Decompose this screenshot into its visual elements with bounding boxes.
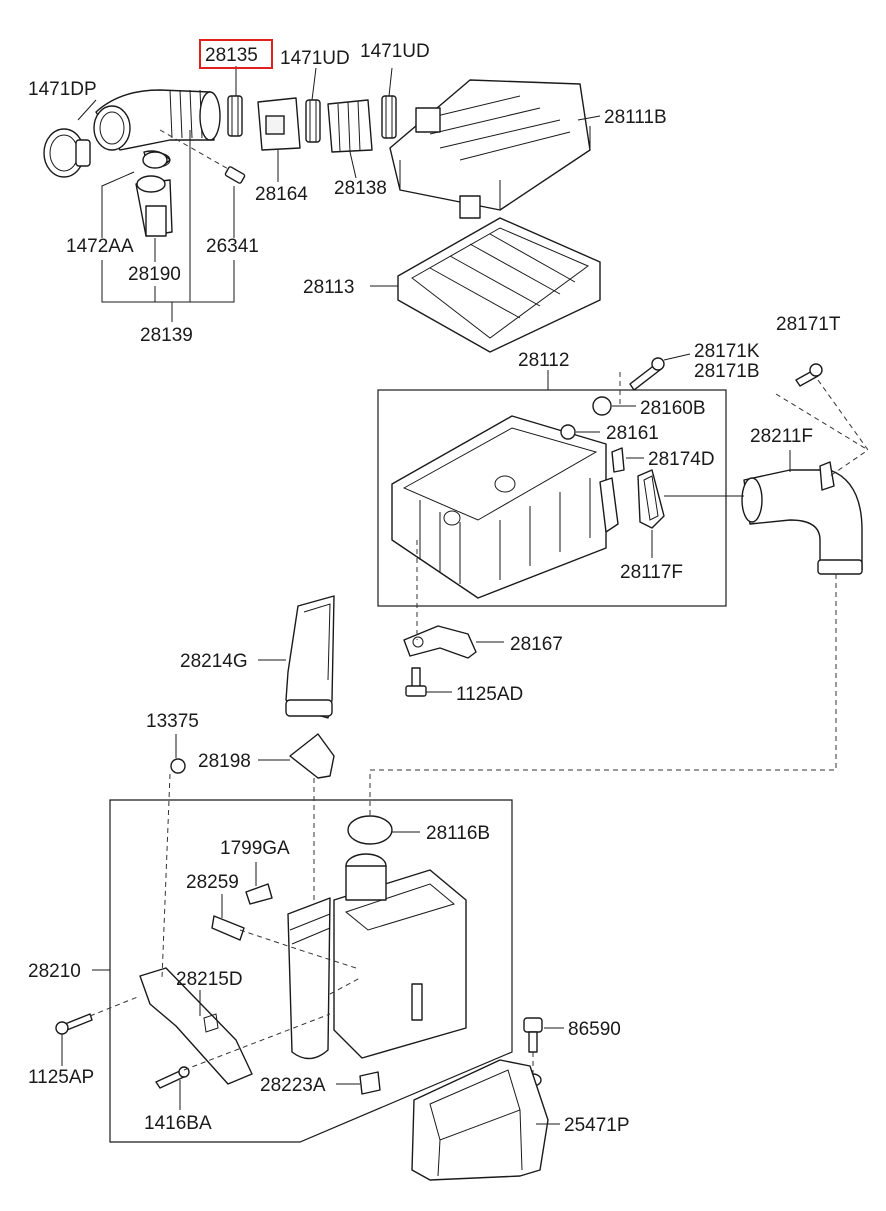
label-28112[interactable]: 28112 — [518, 350, 569, 371]
label-28113[interactable]: 28113 — [303, 277, 354, 298]
leader-lines-top — [77, 66, 601, 322]
leader-lines-lower — [61, 659, 564, 1125]
label-25471P[interactable]: 25471P — [564, 1115, 630, 1136]
gasket-28117F[interactable] — [637, 469, 665, 529]
seal-28198[interactable] — [289, 733, 335, 779]
assembly-frame-28112 — [377, 389, 727, 607]
highlight-box — [199, 39, 273, 69]
label-28164[interactable]: 28164 — [255, 184, 308, 205]
sensor-28164[interactable] — [257, 97, 301, 151]
bracket-28167[interactable] — [403, 625, 477, 659]
label-28111B[interactable]: 28111B — [604, 107, 667, 128]
clip-28223A[interactable] — [359, 1071, 381, 1095]
air-cleaner-body-28112[interactable] — [391, 415, 607, 599]
label-28190[interactable]: 28190 — [128, 264, 181, 285]
clip-1799GA[interactable] — [245, 883, 273, 905]
label-28198[interactable]: 28198 — [198, 751, 251, 772]
label-28215D[interactable]: 28215D — [176, 969, 243, 990]
label-1471UD-a[interactable]: 1471UD — [280, 48, 350, 69]
bolt-28171K[interactable] — [629, 357, 665, 391]
label-28174D[interactable]: 28174D — [648, 449, 715, 470]
label-1471DP[interactable]: 1471DP — [28, 79, 97, 100]
label-1799GA[interactable]: 1799GA — [220, 838, 290, 859]
bolt-1125AD[interactable] — [405, 667, 427, 697]
label-1125AD[interactable]: 1125AD — [456, 684, 523, 705]
duct-28214G[interactable] — [285, 595, 335, 719]
label-28210[interactable]: 28210 — [28, 961, 81, 982]
grommet-28160B[interactable] — [592, 396, 612, 416]
gasket-side — [599, 477, 619, 533]
label-13375[interactable]: 13375 — [146, 711, 199, 732]
filter-element-28113[interactable] — [397, 217, 601, 353]
label-26341[interactable]: 26341 — [206, 236, 259, 257]
pin-1416BA[interactable] — [155, 1066, 190, 1089]
cap-28116B[interactable] — [347, 815, 393, 845]
intake-hose-28135[interactable] — [93, 89, 221, 168]
clip-1471UD-c[interactable] — [381, 95, 397, 139]
ring-1472AA[interactable] — [142, 151, 168, 169]
label-86590[interactable]: 86590 — [568, 1019, 621, 1040]
duct-28211F[interactable] — [741, 461, 863, 575]
resonator-body[interactable] — [333, 853, 467, 1059]
clamp-1471DP[interactable] — [43, 128, 91, 178]
leader-lines-middle — [369, 353, 869, 818]
clip-1471UD-b[interactable] — [305, 99, 321, 143]
label-28116B[interactable]: 28116B — [426, 823, 490, 844]
label-28138[interactable]: 28138 — [334, 178, 387, 199]
clip-1471UD-a[interactable] — [227, 95, 243, 137]
bracket-28215D[interactable] — [139, 967, 253, 1085]
label-28259[interactable]: 28259 — [186, 872, 239, 893]
assembly-frame-28210 — [109, 799, 513, 1143]
label-28211F[interactable]: 28211F — [750, 426, 813, 447]
label-28161[interactable]: 28161 — [606, 423, 659, 444]
label-1416BA[interactable]: 1416BA — [144, 1113, 212, 1134]
label-28117F[interactable]: 28117F — [620, 562, 683, 583]
bolt-1125AP[interactable] — [55, 1013, 93, 1035]
label-28167[interactable]: 28167 — [510, 634, 563, 655]
clip-28259[interactable] — [211, 915, 245, 941]
label-28171B[interactable]: 28171B — [694, 361, 760, 382]
clip-28174D[interactable] — [611, 447, 625, 473]
nozzle-26341[interactable] — [224, 166, 246, 184]
grommet-13375[interactable] — [170, 758, 186, 774]
label-28171K[interactable]: 28171K — [694, 341, 760, 362]
label-28160B[interactable]: 28160B — [640, 398, 706, 419]
air-cleaner-cover-28111B[interactable] — [389, 79, 591, 219]
label-1125AP[interactable]: 1125AP — [28, 1067, 94, 1088]
grommet-28161[interactable] — [560, 424, 576, 440]
label-28135[interactable]: 28135 — [205, 45, 258, 66]
duct-28138[interactable] — [327, 99, 373, 153]
label-28171T[interactable]: 28171T — [776, 314, 841, 335]
resonator-28190[interactable] — [135, 175, 173, 237]
bolt-28171T[interactable] — [795, 363, 823, 387]
label-28214G[interactable]: 28214G — [180, 651, 248, 672]
label-28139[interactable]: 28139 — [140, 325, 193, 346]
label-1471UD-b[interactable]: 1471UD — [360, 41, 430, 62]
label-28223A[interactable]: 28223A — [260, 1075, 326, 1096]
resonator-hose[interactable] — [287, 897, 331, 1060]
label-1472AA[interactable]: 1472AA — [66, 236, 134, 257]
cover-25471P[interactable] — [411, 1059, 549, 1181]
